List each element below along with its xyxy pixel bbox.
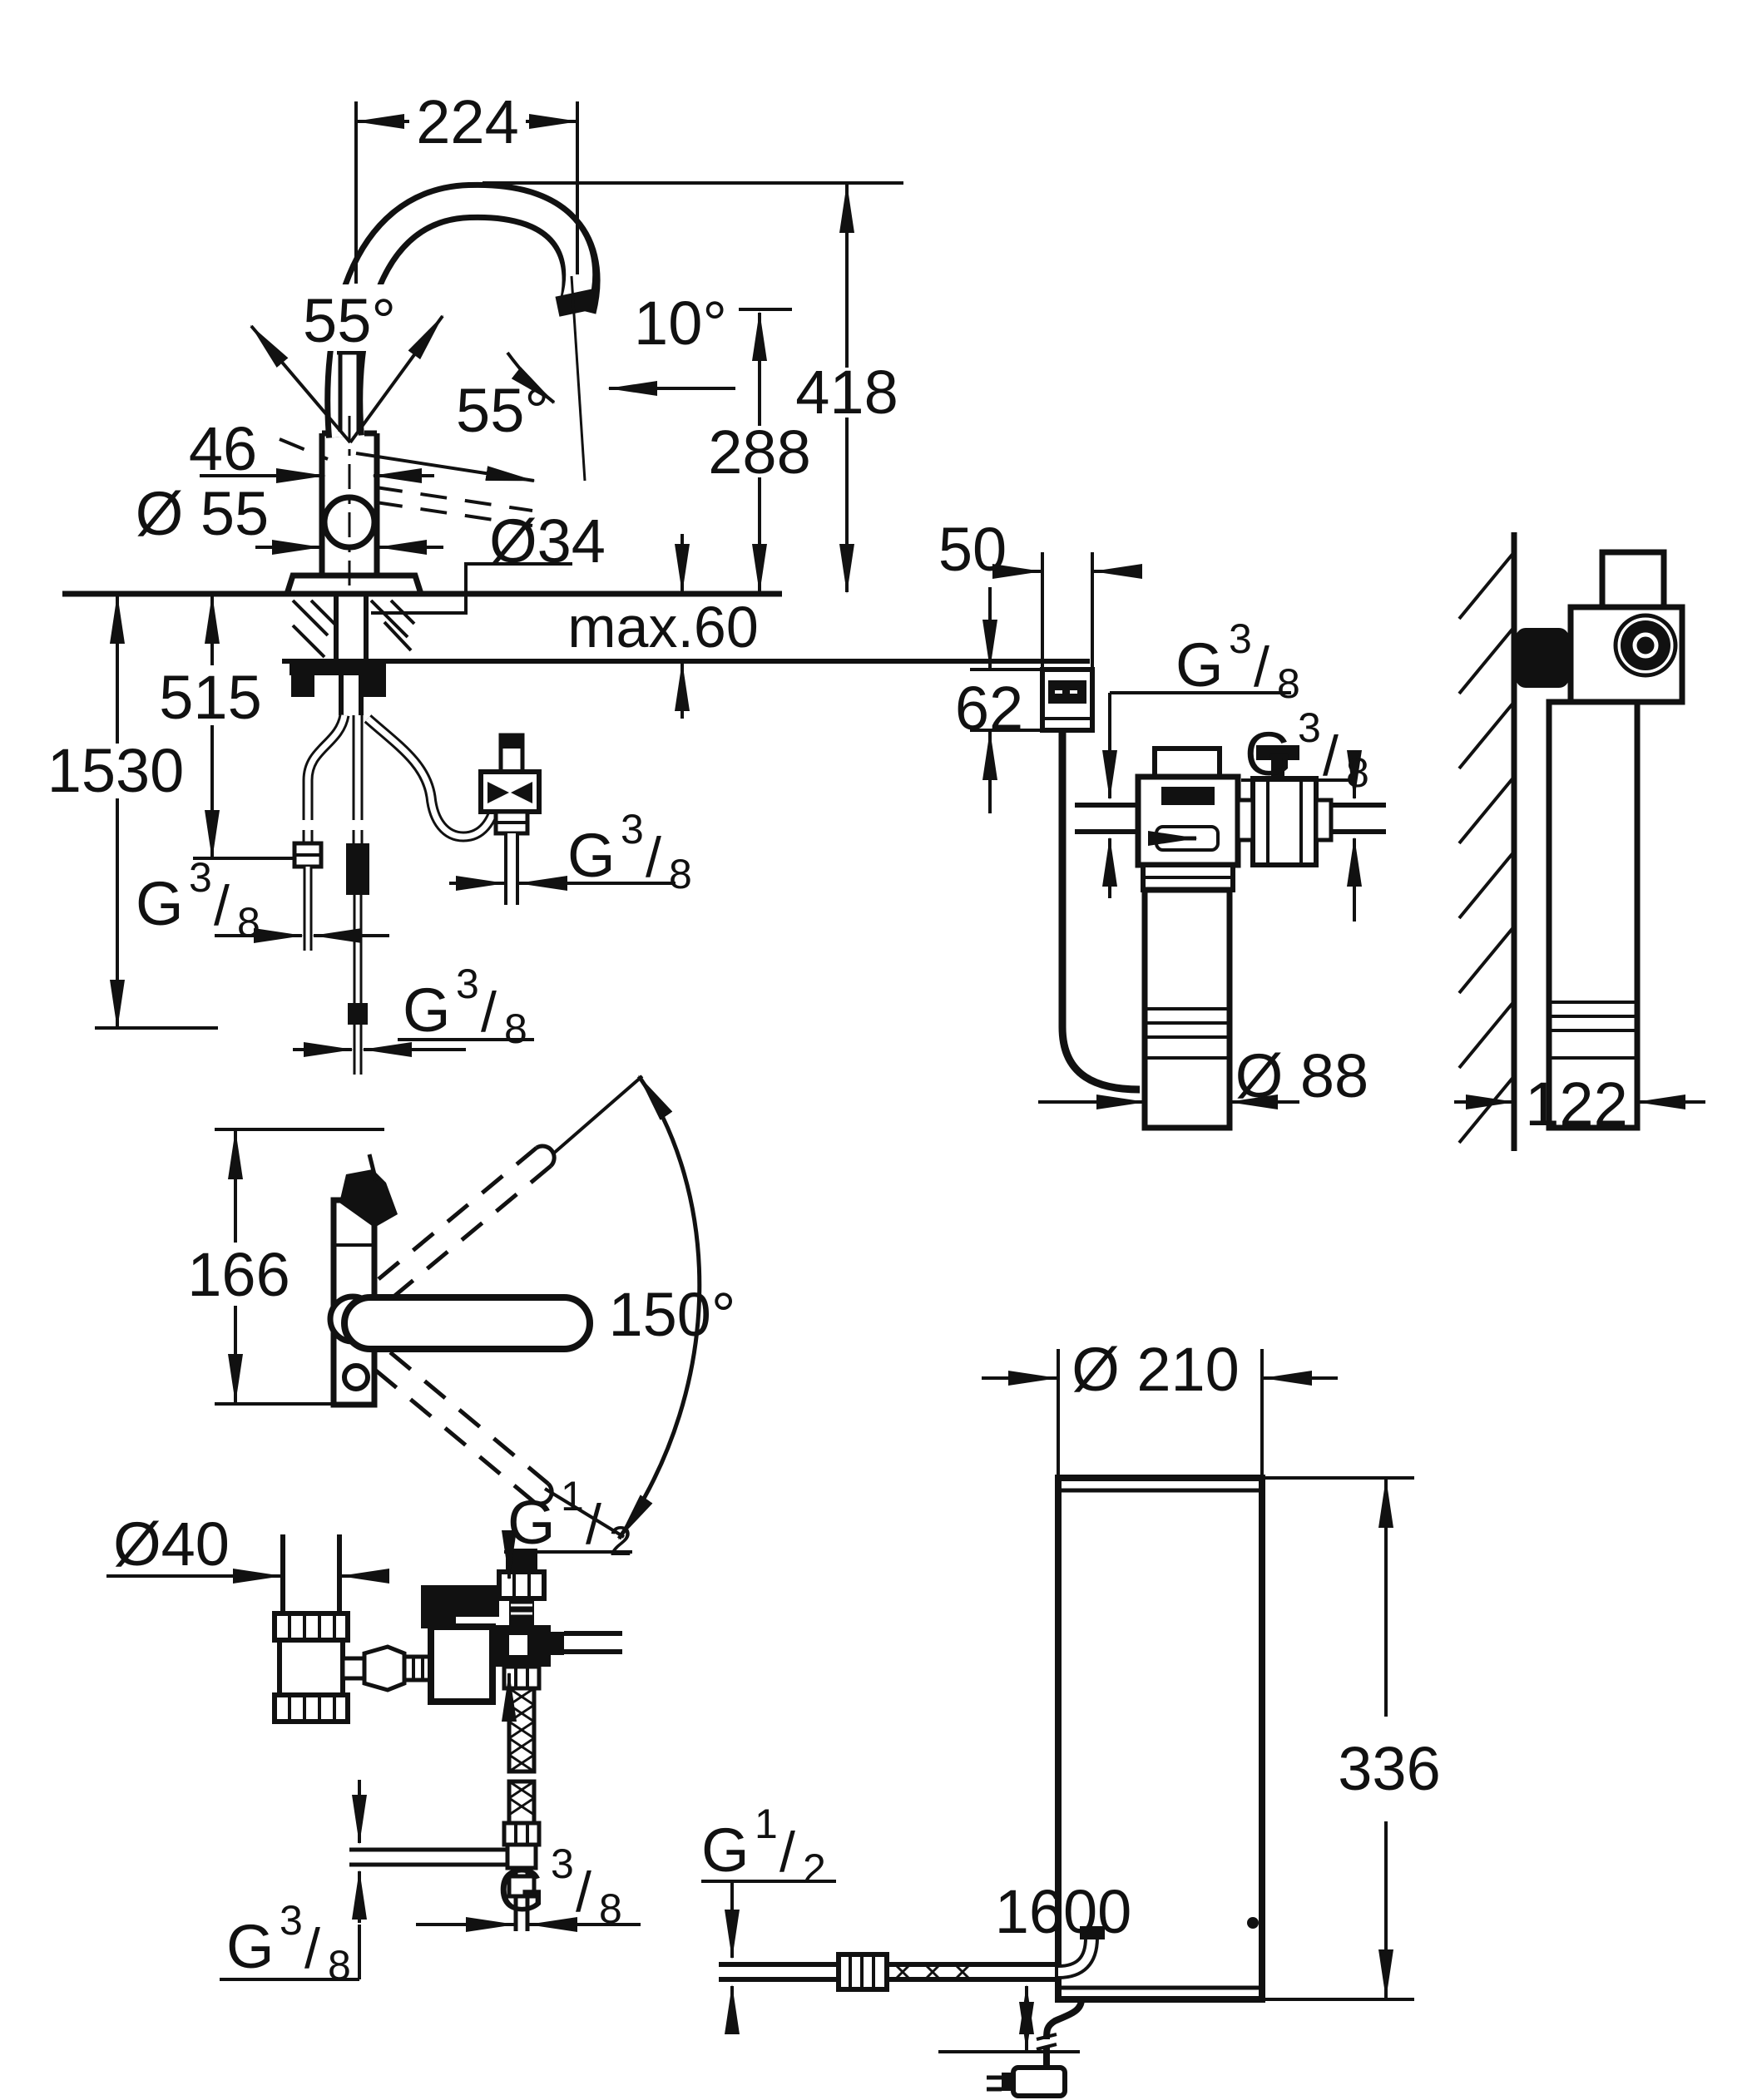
- dim-box-width: 50: [938, 515, 1007, 584]
- thread-label-g38-left: G 3 / 8: [136, 854, 260, 946]
- dim-total-height: 418: [795, 358, 898, 427]
- faucet-swivel-top-view: 166 150°: [187, 1075, 736, 1540]
- filter-wall-mount-view: 122: [1454, 532, 1705, 1151]
- dim-62-lines: [970, 587, 1041, 813]
- thread-label-g38-right: G 3 / 8: [567, 806, 692, 897]
- dim-body-depth: 166: [187, 1240, 290, 1309]
- wall-filter-head: [1567, 549, 1685, 705]
- thread-label-g12-valve: G 1 / 2: [507, 1473, 632, 1564]
- connector-fittings: [362, 1644, 433, 1692]
- wall-section: [1458, 532, 1517, 1151]
- faucet-top-body: [327, 1154, 593, 1408]
- handle-lever-top: [339, 1169, 398, 1228]
- dim-cable-length: 1600: [995, 1877, 1132, 1946]
- dim-210-lines: [982, 1349, 1338, 1480]
- cold-supply-pipe: [349, 1847, 507, 1867]
- dim-g38-left-lines: [220, 1780, 367, 1981]
- dim-box-height: 62: [955, 674, 1023, 743]
- dim-handle-angle-back: 55°: [303, 286, 396, 355]
- dim-spout-width: 224: [416, 87, 518, 156]
- dim-boiler-diameter: Ø 210: [1071, 1335, 1240, 1404]
- dim-handle-angle-front: 55°: [456, 376, 549, 445]
- dim-boiler-height: 336: [1338, 1734, 1440, 1803]
- drain-valve-view: Ø40 G 1 / 2 G 3 / 8 G 3 / 8: [106, 1473, 641, 1989]
- dim-336-lines: [1265, 1476, 1414, 2001]
- dim-hose-515: 515: [159, 663, 261, 732]
- dim-50-lines: [992, 552, 1142, 668]
- faucet-front-view: 224 418 288 10° 55° 55° 46 Ø 55 Ø34 max.…: [47, 87, 1090, 1075]
- filter-unit-view: 50 62 Ø 88 G 3 / 8 G 3 / 8: [938, 515, 1386, 1131]
- handle: [279, 350, 533, 527]
- dim-outlet-height: 288: [708, 418, 810, 487]
- thread-label-g12-boiler: G 1 / 2: [701, 1801, 826, 1892]
- swivel-ghost-positions: [374, 1144, 557, 1506]
- handle-angle-dimensions: [250, 314, 536, 482]
- dim-515-lines: [193, 594, 299, 860]
- mounting-shank: [290, 594, 386, 715]
- connection-hoses: [292, 714, 506, 1075]
- control-cable: [1058, 730, 1141, 1094]
- dim-g38-inlet-lines: [1102, 691, 1291, 898]
- filter-cartridge: [1141, 887, 1233, 1131]
- dim-1530-lines: [95, 594, 218, 1030]
- dim-spout-width-lines: [354, 101, 579, 284]
- dim-g12-lines: [502, 1530, 632, 1722]
- dim-shank-diameter: Ø34: [489, 506, 606, 576]
- control-box: [1040, 667, 1095, 733]
- drain-coupling: [272, 1534, 367, 1724]
- dim-outlet-angle: 10°: [634, 289, 727, 358]
- thread-label-g38-bottom: G 3 / 8: [403, 961, 527, 1052]
- thread-label-g38-filter-outlet: G 3 / 8: [1245, 704, 1369, 796]
- dim-swivel-angle: 150°: [608, 1280, 735, 1349]
- base-flange: [283, 572, 425, 597]
- thread-label-g38-supply-bottom: G 3 / 8: [497, 1841, 622, 1932]
- dim-body-diameter: Ø 55: [136, 479, 269, 548]
- dim-g38-outlet-lines: [1241, 750, 1362, 922]
- power-plug: [987, 2065, 1067, 2098]
- outlet-axis: [570, 275, 586, 482]
- boiler-view: Ø 210 336 1600 G 1 / 2: [701, 1335, 1441, 2098]
- dim-total-height-lines: [483, 181, 903, 594]
- boiler-supply-pipe: [719, 1952, 1058, 1992]
- dim-hose-1530: 1530: [47, 736, 185, 805]
- spout-top: [341, 1294, 593, 1352]
- supply-union: [421, 1549, 622, 1667]
- spout-nozzle: [555, 289, 597, 317]
- wall-bracket: [1516, 628, 1569, 688]
- dim-166-lines: [215, 1128, 384, 1406]
- dim-shank-leader: [371, 562, 572, 615]
- dim-cartridge-diameter: Ø 88: [1235, 1041, 1368, 1110]
- dim-1600-lines: [938, 1984, 1080, 2053]
- outlet-angle-detail: [506, 275, 735, 482]
- backflow-preventer: [428, 1623, 496, 1705]
- counter-hatch-marks: [291, 599, 416, 659]
- wall-filter-cartridge: [1546, 699, 1641, 1131]
- thread-label-g38-supply-left: G 3 / 8: [226, 1897, 351, 1989]
- dim-trap-diameter: Ø40: [113, 1510, 230, 1579]
- power-cable: [1036, 1999, 1085, 2068]
- dim-g12-boiler-lines: [701, 1880, 836, 2034]
- boiler-body: [1055, 1475, 1265, 2003]
- dim-outlet-height-lines: [739, 308, 792, 594]
- dim-handle-width: 46: [189, 414, 257, 483]
- swivel-angle-arc: [543, 1075, 702, 1540]
- dim-counter-thickness: max.60: [567, 595, 759, 660]
- thread-dim-lines: [215, 876, 676, 1057]
- hose-fitting: [346, 843, 369, 895]
- filter-head: [1075, 746, 1241, 892]
- angle-valve: [478, 733, 542, 905]
- thread-label-g38-filter-inlet: G 3 / 8: [1175, 615, 1300, 707]
- dim-wall-clearance: 122: [1525, 1070, 1627, 1139]
